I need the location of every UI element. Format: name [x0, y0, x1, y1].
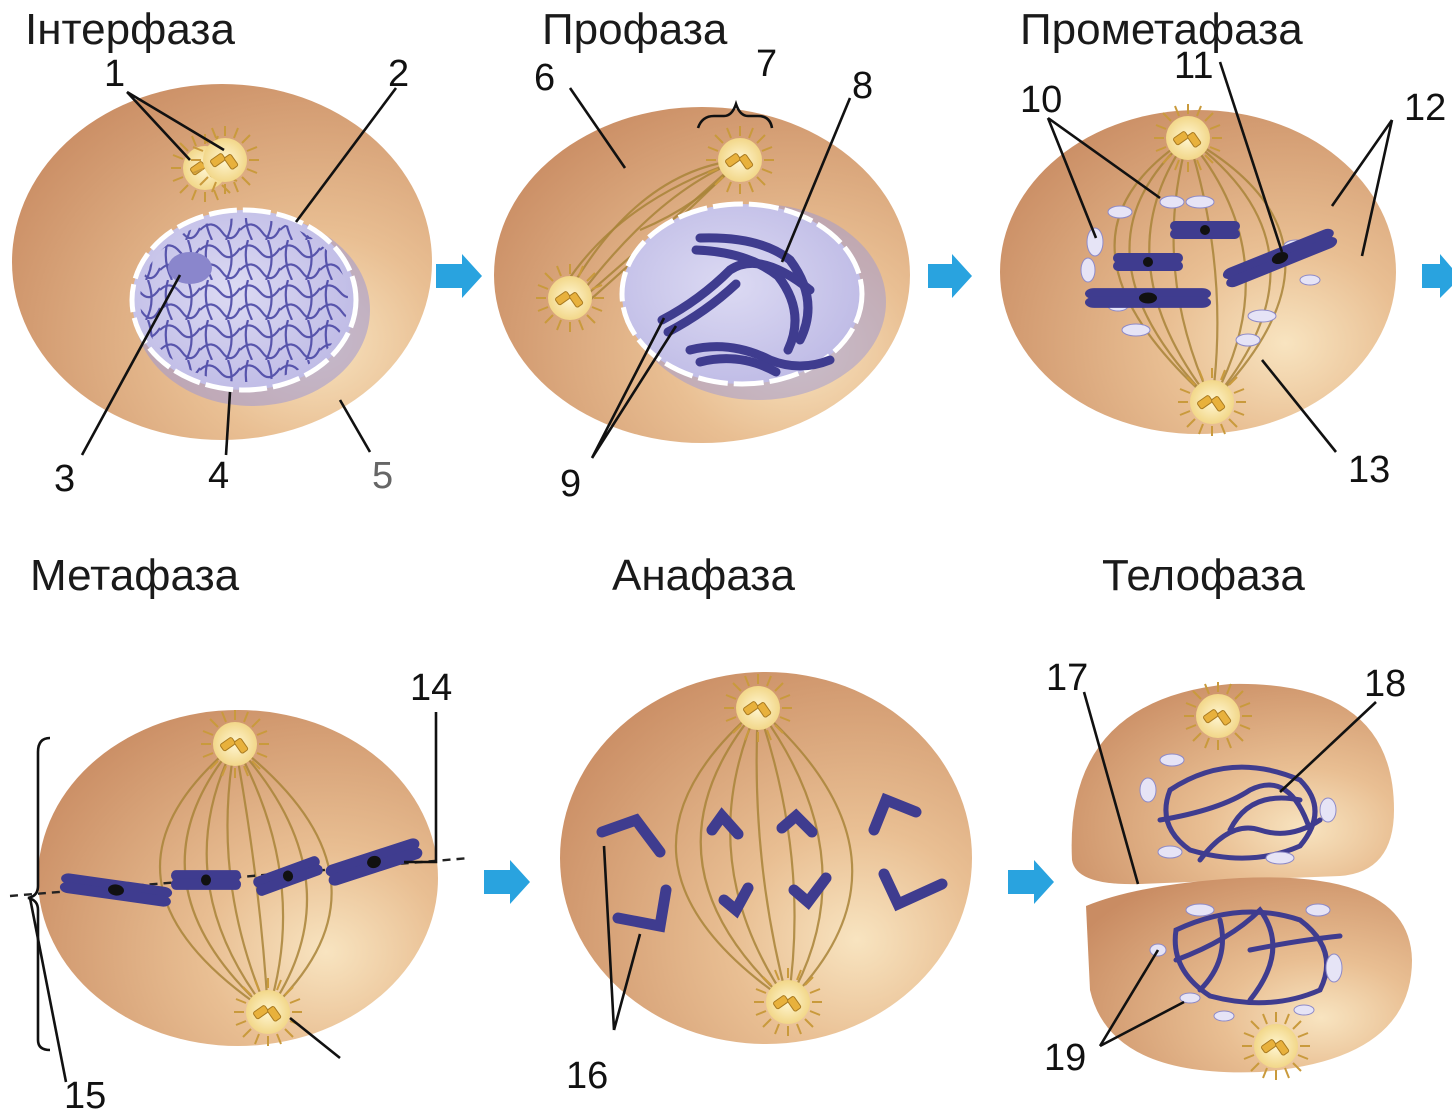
chromosome	[1175, 225, 1235, 235]
daughter-cell-bottom	[1086, 877, 1412, 1072]
label-13: 13	[1348, 449, 1390, 491]
label-15: 15	[64, 1075, 106, 1117]
label-18: 18	[1364, 663, 1406, 705]
label-3: 3	[54, 458, 75, 500]
telophase-title: Телофаза	[1102, 551, 1305, 600]
label-7: 7	[756, 43, 777, 85]
label-5: 5	[372, 455, 393, 497]
arrow-right-icon	[928, 254, 972, 298]
interphase-title: Інтерфаза	[25, 5, 235, 54]
arrow-right-icon	[1008, 860, 1054, 904]
label-10: 10	[1020, 79, 1062, 121]
prometaphase-title: Прометафаза	[1020, 5, 1303, 54]
metaphase-title: Метафаза	[30, 551, 240, 600]
anaphase-panel: Анафаза 16	[560, 551, 972, 1097]
interphase-panel: Інтерфаза 1 2 3 4 5	[12, 5, 432, 500]
metaphase-panel: Метафаза 14 15	[10, 551, 470, 1117]
label-14: 14	[410, 667, 452, 709]
arrow-right-icon	[436, 254, 482, 298]
label-9: 9	[560, 463, 581, 505]
arrow-right-icon	[1422, 254, 1452, 298]
prophase-title: Профаза	[542, 5, 728, 54]
label-17: 17	[1046, 657, 1088, 699]
label-6: 6	[534, 57, 555, 99]
prophase-panel: Профаза 6 7 8 9	[494, 5, 910, 505]
arrow-right-icon	[484, 860, 530, 904]
label-19: 19	[1044, 1037, 1086, 1079]
label-16: 16	[566, 1055, 608, 1097]
label-8: 8	[852, 65, 873, 107]
chromatin	[140, 218, 348, 382]
chromosome	[1094, 293, 1202, 304]
label-12: 12	[1404, 87, 1446, 129]
label-2: 2	[388, 53, 409, 95]
chromosome	[1118, 257, 1178, 267]
anaphase-title: Анафаза	[612, 551, 795, 600]
chromosome	[176, 875, 236, 886]
nucleolus	[168, 252, 212, 284]
label-4: 4	[208, 455, 229, 497]
label-1: 1	[104, 53, 125, 95]
label-11: 11	[1174, 45, 1213, 87]
telophase-panel: Телофаза	[1044, 551, 1412, 1080]
prometaphase-panel: Прометафаза	[1000, 5, 1446, 491]
